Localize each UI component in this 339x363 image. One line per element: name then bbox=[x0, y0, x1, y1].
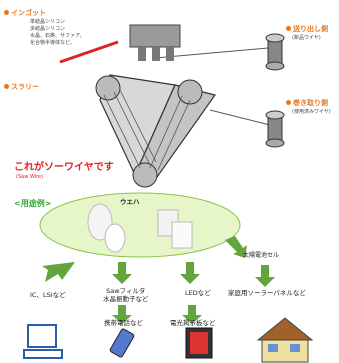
feed-sub: (新品ワイヤ) bbox=[292, 35, 321, 41]
slurry-label: スラリー bbox=[4, 84, 39, 91]
app-led-label: LEDなど bbox=[185, 289, 211, 297]
arrow-phone bbox=[112, 305, 132, 324]
ingot-line-2: 多結晶シリコン bbox=[30, 26, 66, 32]
usage-label: <用途例> bbox=[14, 199, 52, 208]
takeup-title: 巻き取り側 bbox=[286, 100, 328, 107]
arrow-saw bbox=[112, 262, 132, 284]
app-ic-label: IC、LSIなど bbox=[30, 291, 66, 299]
wafer-label: ウエハ bbox=[120, 198, 140, 206]
solar-cell-label: 太陽電池セル bbox=[243, 252, 280, 259]
feed-title: 送り出し側 bbox=[286, 26, 328, 33]
bullet-dot-icon bbox=[4, 10, 9, 15]
product-signboard-label: 電光掲示板など bbox=[170, 319, 216, 327]
ingot-line-3: 水晶、石英、サファア、 bbox=[30, 33, 85, 39]
bullet-dot-icon bbox=[286, 26, 291, 31]
bullet-dot-icon bbox=[4, 84, 9, 89]
computer-icon bbox=[23, 324, 63, 359]
wafer-ellipse bbox=[39, 192, 241, 258]
ingot-title: インゴット bbox=[4, 10, 46, 17]
bullet-dot-icon bbox=[286, 100, 291, 105]
slurry-text: スラリー bbox=[11, 83, 39, 91]
house-icon bbox=[256, 317, 314, 363]
takeup-title-text: 巻き取り側 bbox=[293, 99, 328, 107]
product-phone-label: 携帯電話など bbox=[104, 319, 143, 327]
ingot-block bbox=[129, 24, 181, 61]
ingot-title-text: インゴット bbox=[11, 9, 46, 17]
sawwire-label: これがソーワイヤです bbox=[14, 162, 114, 173]
mobile-phone-icon bbox=[109, 328, 135, 358]
ingot-pointer-arrow bbox=[59, 40, 119, 64]
wafer-shapes bbox=[87, 203, 193, 253]
sawwire-sub: (Saw Wire) bbox=[16, 174, 44, 180]
takeup-wire-line bbox=[209, 109, 271, 126]
arrow-solar-cell bbox=[225, 236, 247, 258]
ingot-line-1: 単結晶シリコン bbox=[30, 19, 66, 25]
feed-spool bbox=[265, 33, 285, 71]
arrow-signboard bbox=[182, 305, 202, 324]
arrow-ic bbox=[42, 262, 75, 282]
feed-title-text: 送り出し側 bbox=[293, 25, 328, 33]
app-saw-label: Sawフィルタ 水晶振動子など bbox=[103, 287, 149, 303]
takeup-spool bbox=[265, 110, 285, 148]
arrow-led bbox=[180, 262, 200, 284]
takeup-sub: (使用済みワイヤ) bbox=[292, 109, 331, 115]
arrow-solar-panel bbox=[255, 265, 275, 287]
signboard-icon bbox=[185, 327, 213, 359]
app-solar-panel-label: 家庭用ソーラーパネルなど bbox=[228, 289, 306, 297]
green-arrows bbox=[42, 236, 275, 324]
wire-saw-rollers bbox=[95, 74, 216, 188]
ingot-line-4: 化合物半導体など。 bbox=[30, 40, 75, 46]
